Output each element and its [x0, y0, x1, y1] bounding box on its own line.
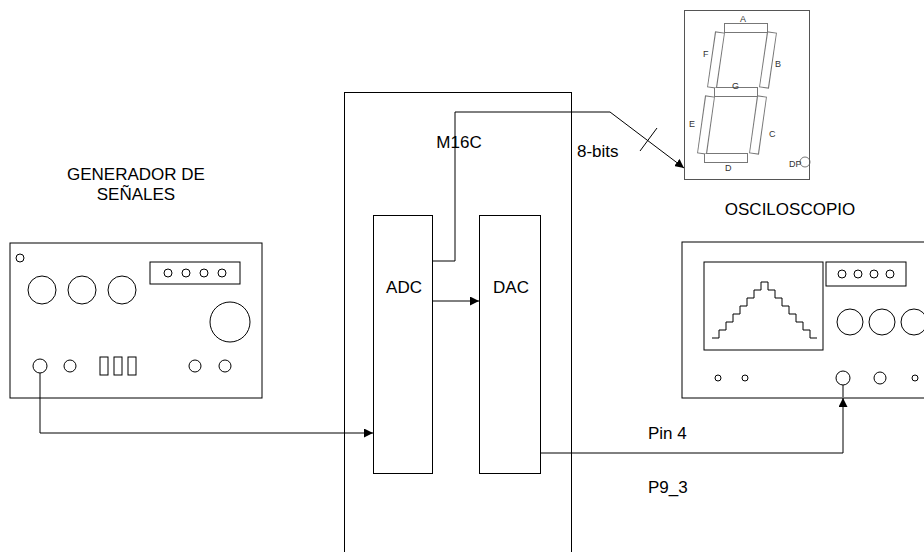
seven-segment-digit — [702, 28, 810, 167]
instrument-title: GENERADOR DE SEÑALES — [40, 165, 232, 206]
knob — [108, 276, 136, 304]
signal-connector — [541, 398, 843, 453]
knob — [874, 372, 886, 384]
input-terminal — [836, 371, 850, 385]
segment-letter: G — [732, 81, 739, 92]
display-digit — [870, 270, 878, 278]
block-label: DAC — [480, 278, 542, 298]
staircase-waveform — [712, 282, 817, 338]
pin-label: Pin 4 — [646, 424, 689, 444]
output-wire — [40, 373, 41, 398]
switch — [100, 357, 108, 375]
oscilloscope-display — [826, 262, 906, 286]
terminal — [715, 375, 721, 381]
display-digit — [854, 270, 862, 278]
segment-letter: B — [775, 59, 781, 70]
oscilloscope-screen — [704, 262, 823, 350]
block-label: ADC — [374, 278, 434, 298]
terminal — [912, 375, 918, 381]
display-digit — [164, 269, 172, 277]
segment-letter: C — [769, 129, 776, 140]
segment-letter: DP — [789, 159, 802, 170]
terminal — [189, 360, 201, 372]
dac-block: DAC — [479, 215, 541, 474]
signal-connector — [433, 301, 479, 302]
terminal — [219, 360, 231, 372]
terminal — [64, 360, 76, 372]
signal-connector — [40, 398, 373, 433]
bus-slash — [640, 128, 657, 151]
power-led — [16, 254, 24, 262]
segment-letter: F — [703, 49, 709, 60]
display-digit — [218, 269, 226, 277]
oscilloscope: OSCILOSCOPIO — [682, 200, 924, 398]
knob — [28, 276, 56, 304]
segment-letter: A — [740, 14, 746, 25]
output-terminal — [33, 359, 47, 373]
display-digit — [886, 270, 894, 278]
chip-title: M16C — [345, 133, 573, 153]
knob — [837, 309, 863, 335]
switch — [114, 357, 122, 375]
oscilloscope-housing — [682, 242, 924, 398]
segment-letter: D — [725, 163, 732, 174]
pin-label: P9_3 — [646, 478, 690, 498]
generator-housing — [10, 243, 262, 398]
display-digit — [838, 270, 846, 278]
signal-generator: GENERADOR DE SEÑALES — [10, 165, 262, 398]
switch — [128, 357, 136, 375]
segment-letter: E — [689, 119, 695, 130]
dial — [210, 302, 250, 342]
display-digit — [182, 269, 190, 277]
knob — [869, 309, 895, 335]
bus-width-label: 8-bits — [575, 142, 621, 162]
seven-segment-display: A B C D E F G DP — [684, 10, 810, 180]
display-digit — [200, 269, 208, 277]
microcontroller-box: ADC DAC M16C — [344, 92, 572, 552]
terminal — [742, 375, 748, 381]
knob — [68, 276, 96, 304]
knob — [901, 309, 924, 335]
adc-block: ADC — [373, 215, 433, 474]
generator-display — [150, 262, 240, 284]
input-wire — [843, 385, 844, 397]
instrument-title: OSCILOSCOPIO — [682, 200, 898, 220]
